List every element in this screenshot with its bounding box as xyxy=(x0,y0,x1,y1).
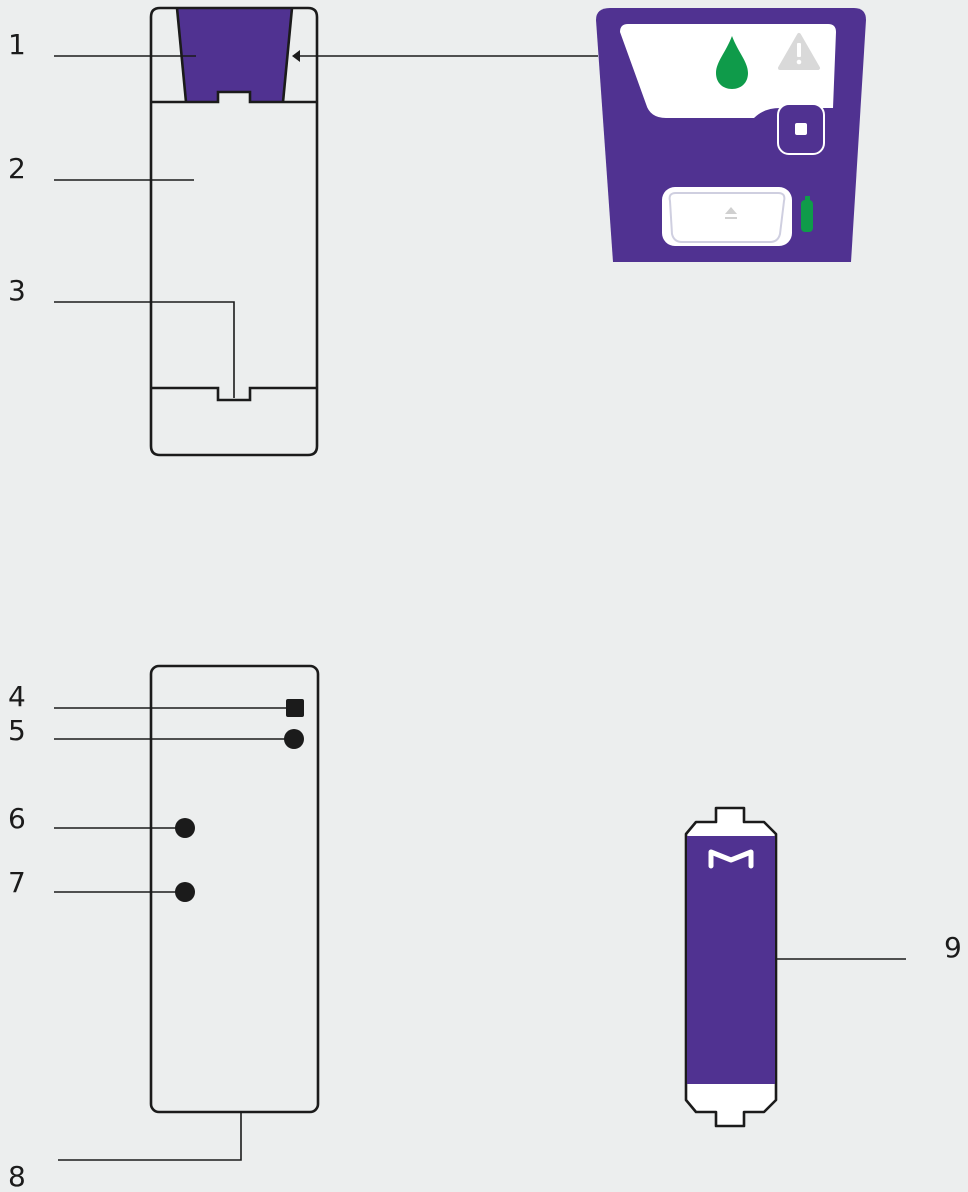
cap-right-edge xyxy=(281,7,294,103)
battery-icon xyxy=(801,196,813,232)
square-marker xyxy=(286,699,304,717)
stop-button-icon xyxy=(795,123,807,135)
callout-9: 9 xyxy=(944,931,962,964)
cap-left-edge xyxy=(175,7,188,103)
callout-3: 3 xyxy=(8,274,26,307)
leader-line-3 xyxy=(54,301,235,398)
callout-labels: 1 2 3 4 5 6 7 8 9 xyxy=(8,28,962,1192)
detail-arrow-head xyxy=(292,50,300,62)
cap-purple xyxy=(178,8,292,102)
base-separator xyxy=(151,386,317,402)
leader-line-8 xyxy=(58,1112,242,1161)
battery-label xyxy=(687,836,775,1084)
callout-8: 8 xyxy=(8,1160,26,1192)
m-logo-icon xyxy=(708,849,754,869)
warning-triangle-icon xyxy=(778,33,820,70)
callout-4: 4 xyxy=(8,680,26,713)
callout-2: 2 xyxy=(8,152,26,185)
device-front-outline xyxy=(149,6,319,457)
eject-icon xyxy=(725,207,737,219)
battery-cartridge xyxy=(684,806,778,1128)
callout-7: 7 xyxy=(8,866,26,899)
callout-1: 1 xyxy=(8,28,26,61)
device-back-view xyxy=(149,664,320,1114)
callout-5: 5 xyxy=(8,714,26,747)
cap-separator xyxy=(151,90,317,104)
device-back-outline xyxy=(149,664,320,1114)
water-drop-icon xyxy=(716,36,748,89)
round-marker-7 xyxy=(175,882,195,902)
callout-6: 6 xyxy=(8,802,26,835)
leader-lines xyxy=(54,50,906,1161)
round-marker-5 xyxy=(284,729,304,749)
device-front-view xyxy=(149,6,319,457)
control-panel-detail xyxy=(596,8,866,262)
round-marker-6 xyxy=(175,818,195,838)
